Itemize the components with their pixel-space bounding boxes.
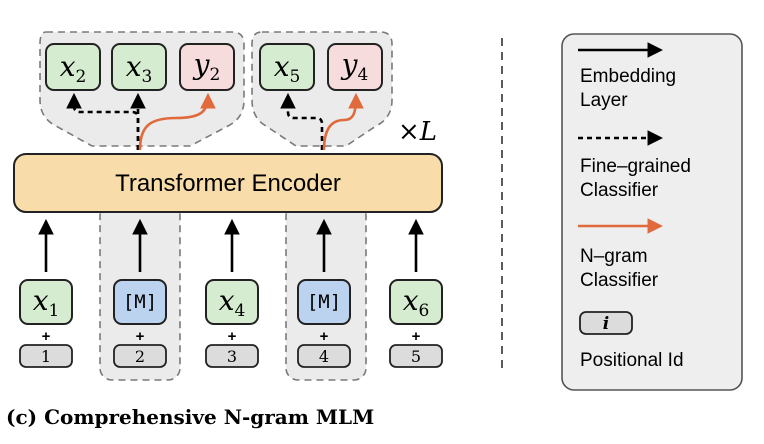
legend-positional-symbol: i — [603, 314, 609, 334]
input-mask-1-label: [M] — [123, 291, 157, 313]
input-x4-sub: 4 — [234, 301, 245, 321]
output-y2: y2 — [179, 43, 235, 91]
legend-positional-label: Positional Id — [580, 350, 684, 371]
svg-text:x2: x2 — [60, 50, 87, 87]
fine-arrow-to-x2 — [66, 92, 140, 150]
output-x2-sub: 2 — [75, 67, 86, 87]
output-x3: x3 — [111, 43, 167, 91]
output-x2-main: x — [60, 50, 76, 83]
input-x6-sub: 6 — [418, 301, 429, 321]
output-x3-sub: 3 — [141, 67, 152, 87]
input-x1: x1 — [19, 279, 73, 325]
legend-fine-line2: Classifier — [580, 180, 659, 201]
svg-text:x4: x4 — [219, 284, 246, 321]
input-x6: x6 — [389, 279, 443, 325]
positional-id-4-label: 4 — [319, 347, 329, 366]
positional-id-4: 4 — [297, 344, 351, 368]
positional-id-2: 2 — [113, 344, 167, 368]
svg-text:y2: y2 — [192, 48, 221, 85]
svg-text:y4: y4 — [340, 48, 369, 85]
output-x2: x2 — [45, 43, 101, 91]
svg-text:x3: x3 — [126, 50, 153, 87]
legend-fine-line1: Fine–grained — [580, 156, 691, 177]
positional-id-1-label: 1 — [41, 347, 51, 366]
ngram-arrow-to-y2 — [138, 92, 216, 151]
output-x5-sub: 5 — [289, 67, 300, 87]
input-mask-2: [M] — [297, 279, 351, 325]
output-y4-main: y — [340, 48, 359, 81]
input-x4: x4 — [205, 279, 259, 325]
svg-text:x6: x6 — [403, 284, 430, 321]
input-x1-sub: 1 — [48, 301, 59, 321]
positional-id-3-label: 3 — [227, 347, 237, 366]
fine-arrow-to-x5 — [280, 92, 324, 150]
legend-positional-pill: i — [579, 311, 633, 335]
output-y4-sub: 4 — [358, 65, 369, 85]
layer-repeat-label: ×L — [398, 117, 437, 147]
legend-embedding-line1: Embedding — [580, 66, 676, 87]
positional-id-5: 5 — [389, 344, 443, 368]
legend-ngram-line1: N–gram — [580, 246, 648, 267]
input-x4-main: x — [219, 284, 235, 317]
plus-sign-5: + — [412, 328, 421, 345]
plus-sign-3: + — [228, 328, 237, 345]
output-y2-sub: 2 — [210, 65, 221, 85]
output-x5-main: x — [274, 50, 290, 83]
transformer-encoder-label: Transformer Encoder — [115, 170, 341, 197]
positional-id-3: 3 — [205, 344, 259, 368]
input-mask-1: [M] — [113, 279, 167, 325]
input-x6-main: x — [403, 284, 419, 317]
output-x3-main: x — [126, 50, 142, 83]
output-y2-main: y — [192, 48, 211, 81]
legend-embedding-line2: Layer — [580, 90, 628, 111]
output-y4: y4 — [327, 43, 383, 91]
positional-id-5-label: 5 — [411, 347, 421, 366]
transformer-encoder-box — [13, 153, 443, 213]
positional-id-1: 1 — [19, 344, 73, 368]
output-x5: x5 — [259, 43, 315, 91]
plus-sign-2: + — [136, 328, 145, 345]
input-x1-main: x — [33, 284, 49, 317]
plus-sign-1: + — [42, 328, 51, 345]
svg-text:x1: x1 — [33, 284, 60, 321]
ngram-arrow-to-y4 — [322, 92, 364, 151]
figure-caption: (c) Comprehensive N-gram MLM — [6, 405, 374, 429]
svg-text:x5: x5 — [274, 50, 301, 87]
legend-ngram-line2: Classifier — [580, 270, 659, 291]
input-mask-2-label: [M] — [307, 291, 341, 313]
legend-box — [561, 33, 743, 391]
plus-sign-4: + — [320, 328, 329, 345]
positional-id-2-label: 2 — [135, 347, 145, 366]
